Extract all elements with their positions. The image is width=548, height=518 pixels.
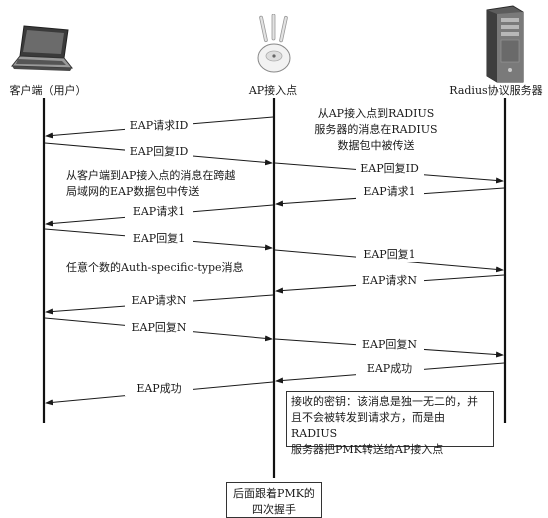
message-label-12: EAP成功 (355, 362, 424, 376)
lifelines (42, 98, 507, 478)
access-point-icon (252, 13, 296, 80)
message-label-6: EAP回复1 (125, 232, 193, 246)
message-label-13: EAP成功 (125, 382, 193, 396)
message-label-1: EAP请求ID (125, 119, 193, 133)
message-label-7: EAP回复1 (355, 248, 424, 262)
message-label-3: EAP回复ID (355, 162, 424, 176)
key-received-note: 接收的密钥：该消息是独一无二的，并 且不会被转发到请求方，而是由RADIUS 服… (286, 391, 494, 456)
message-label-11: EAP回复N (355, 338, 424, 352)
note-ap-to-radius: 从AP接入点到RADIUS 服务器的消息在RADIUS 数据包中被传送 (314, 107, 438, 152)
message-label-5: EAP请求1 (125, 205, 193, 219)
message-label-2: EAP回复ID (125, 145, 193, 159)
four-way-handshake-note: 后面跟着PMK的 四次握手 (226, 482, 322, 518)
message-label-10: EAP回复N (125, 321, 193, 335)
message-label-9: EAP请求N (125, 294, 193, 308)
note-arbitrary-count: 任意个数的Auth-specific-type消息 (66, 261, 244, 274)
participant-ap-label: AP接入点 (248, 84, 298, 97)
server-tower-icon (481, 4, 527, 88)
message-label-4: EAP请求1 (355, 185, 424, 199)
participant-server-label: Radius协议服务器 (449, 84, 543, 97)
message-label-8: EAP请求N (355, 274, 424, 288)
note-client-to-ap: 从客户端到AP接入点的消息在跨越 局域网的EAP数据包中传送 (66, 169, 236, 198)
participant-client-label: 客户端（用户） (9, 84, 87, 97)
laptop-icon (10, 24, 74, 80)
